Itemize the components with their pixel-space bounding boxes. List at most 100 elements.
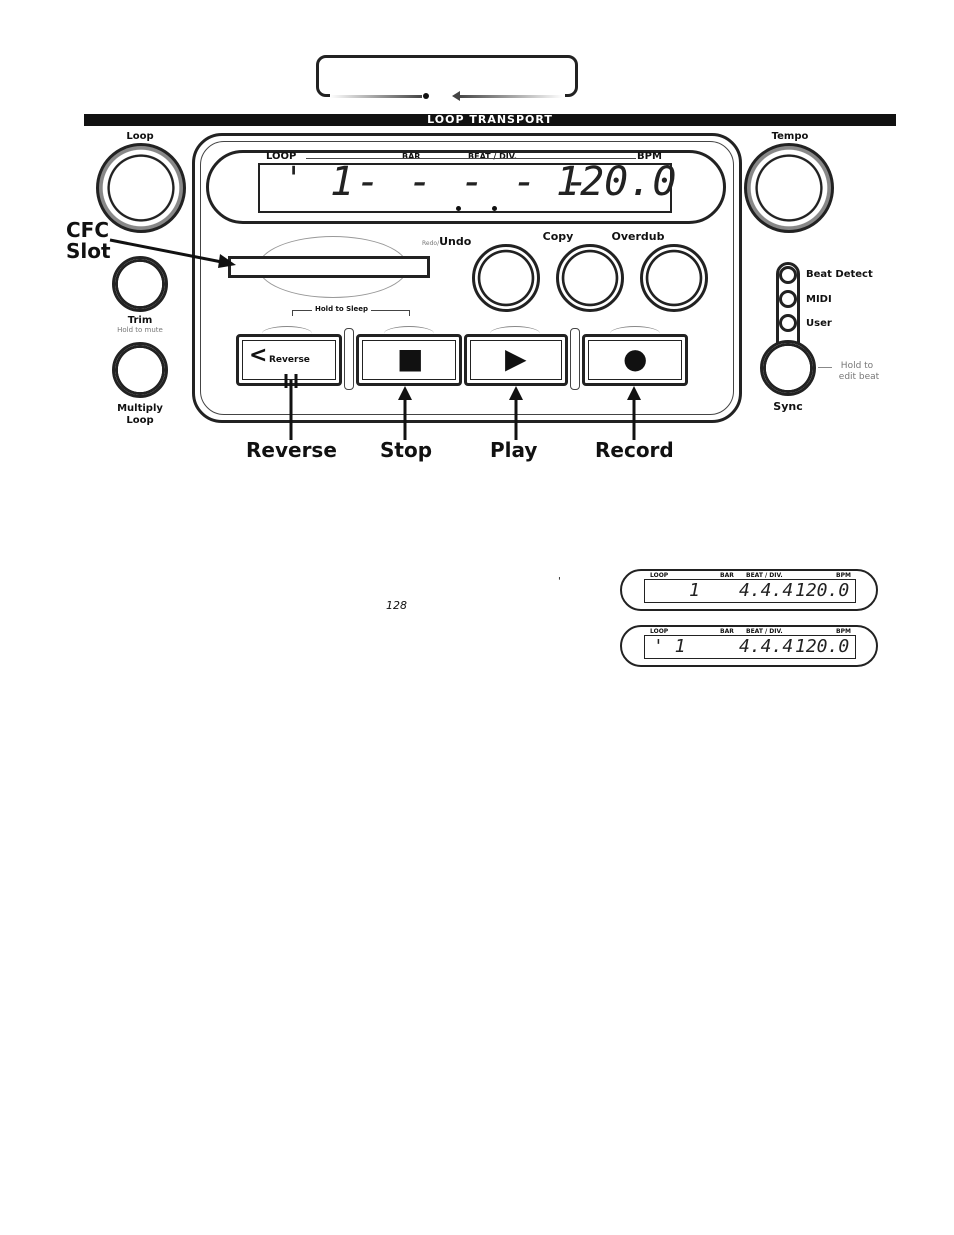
play-icon: ▶ <box>505 342 527 375</box>
bracket-arrowhead <box>452 91 460 101</box>
mini1-beat-label: BEAT / DIV. <box>746 572 783 579</box>
mini2-screen: ' 1 4.4.4 120.0 <box>644 635 856 659</box>
overdub-label: Overdub <box>611 230 665 243</box>
overdub-button[interactable] <box>640 244 708 312</box>
multiply-label: Multiply <box>117 403 163 414</box>
cfc-callout-line2: Slot <box>66 239 111 263</box>
mini-display-2: LOOP BAR BEAT / DIV. BPM ' 1 4.4.4 120.0 <box>620 625 878 667</box>
mini2-bpm-label: BPM <box>836 628 851 635</box>
button-recess-4 <box>610 326 660 341</box>
loop-knob[interactable] <box>96 143 186 233</box>
mini1-loop-digit: 1 <box>689 580 700 601</box>
control-panel-inner <box>200 141 734 415</box>
play-arrow-head <box>509 386 523 400</box>
user-label: User <box>806 318 832 329</box>
sync-button[interactable] <box>760 340 816 396</box>
display-screen: ' 1- - - - - 120.0 <box>258 159 676 213</box>
tempo-knob[interactable] <box>744 143 834 233</box>
play-button[interactable]: ▶ <box>464 334 568 386</box>
bracket-line-left <box>330 95 422 98</box>
record-button-face <box>588 340 682 380</box>
beat-detect-led <box>779 266 797 284</box>
reverse-button[interactable]: < Reverse <box>236 334 342 386</box>
sync-hint-2: edit beat <box>838 372 880 382</box>
mini-display-1: LOOP BAR BEAT / DIV. BPM 1 4.4.4 120.0 <box>620 569 878 611</box>
reverse-callout: Reverse <box>246 438 337 462</box>
copy-button[interactable] <box>556 244 624 312</box>
record-icon: ● <box>623 342 648 375</box>
display-beat-label: BEAT / DIV. <box>468 152 517 161</box>
control-panel <box>192 133 742 423</box>
display-frame <box>206 150 726 224</box>
play-button-face <box>470 340 562 380</box>
display-bar-readout: 1- - - - - <box>330 159 591 205</box>
callout-arrows <box>109 238 641 440</box>
mini1-beat: 4.4.4 <box>739 580 794 601</box>
midi-led <box>779 290 797 308</box>
mini2-bpm: 120.0 <box>795 636 850 657</box>
display-bar-label: BAR <box>402 152 421 161</box>
display-loop-digit: ' <box>284 159 304 197</box>
play-callout: Play <box>490 438 538 462</box>
mini1-screen: 1 4.4.4 120.0 <box>644 579 856 603</box>
reverse-button-label: Reverse <box>269 355 310 365</box>
sync-hint-line <box>818 367 832 368</box>
mini2-bar-label: BAR <box>720 628 734 635</box>
button-recess-3 <box>490 326 540 341</box>
stop-button[interactable]: ■ <box>356 334 462 386</box>
mini1-bar-label: BAR <box>720 572 734 579</box>
mini1-bpm: 120.0 <box>795 580 850 601</box>
reverse-button-face <box>242 340 336 380</box>
hold-to-sleep-label: Hold to Sleep <box>312 305 372 313</box>
display-bpm-label: BPM <box>637 151 662 162</box>
display-loop-label: LOOP <box>266 151 297 162</box>
undo-label: Redo/Undo <box>422 230 471 249</box>
copy-label: Copy <box>542 230 574 243</box>
cfc-arrow-line <box>109 238 233 266</box>
display-dot-2 <box>492 206 497 211</box>
user-led <box>779 314 797 332</box>
record-arrow-head <box>627 386 641 400</box>
stop-arrow-head <box>398 386 412 400</box>
cfc-slot[interactable] <box>228 256 430 278</box>
mini1-bpm-label: BPM <box>836 572 851 579</box>
value-128: 128 <box>386 599 407 612</box>
divider-post-2 <box>570 328 580 390</box>
loop-knob-label: Loop <box>126 131 154 142</box>
record-callout: Record <box>595 438 674 462</box>
cfc-callout-line1: CFC <box>66 218 110 242</box>
tempo-knob-label: Tempo <box>771 131 809 142</box>
button-recess-2 <box>384 326 434 341</box>
bracket-dot <box>423 93 429 99</box>
bracket-gap <box>330 93 565 101</box>
sync-hint-1: Hold to <box>840 361 874 371</box>
stop-icon: ■ <box>397 342 424 375</box>
midi-label: MIDI <box>806 294 832 305</box>
mini2-beat-label: BEAT / DIV. <box>746 628 783 635</box>
undo-button[interactable] <box>472 244 540 312</box>
mini2-beat: 4.4.4 <box>739 636 794 657</box>
button-recess-1 <box>262 326 312 341</box>
trim-knob-label: Trim <box>127 315 153 326</box>
mini2-loop-label: LOOP <box>650 628 669 635</box>
stray-mark: ' <box>558 576 561 587</box>
display-label-rule <box>306 158 636 159</box>
cfc-arrow-head <box>218 254 236 268</box>
section-banner: LOOP TRANSPORT <box>84 113 896 126</box>
display-dot-1 <box>456 206 461 211</box>
divider-post-1 <box>344 328 354 390</box>
multiply-knob[interactable] <box>112 342 168 398</box>
redo-prefix: Redo/ <box>422 240 440 247</box>
trim-knob[interactable] <box>112 256 168 312</box>
section-title: LOOP TRANSPORT <box>427 113 553 126</box>
display-bpm-readout: 120.0 <box>556 159 677 205</box>
sync-label: Sync <box>773 400 803 413</box>
record-button[interactable]: ● <box>582 334 688 386</box>
beat-detect-label: Beat Detect <box>806 269 873 280</box>
mini2-loop-digit: ' 1 <box>653 636 686 657</box>
trim-hint: Hold to mute <box>117 326 163 334</box>
undo-text: Undo <box>439 235 472 248</box>
multiply-label-line2: Loop <box>126 415 154 426</box>
stop-button-face <box>362 340 456 380</box>
stop-callout: Stop <box>380 438 433 462</box>
